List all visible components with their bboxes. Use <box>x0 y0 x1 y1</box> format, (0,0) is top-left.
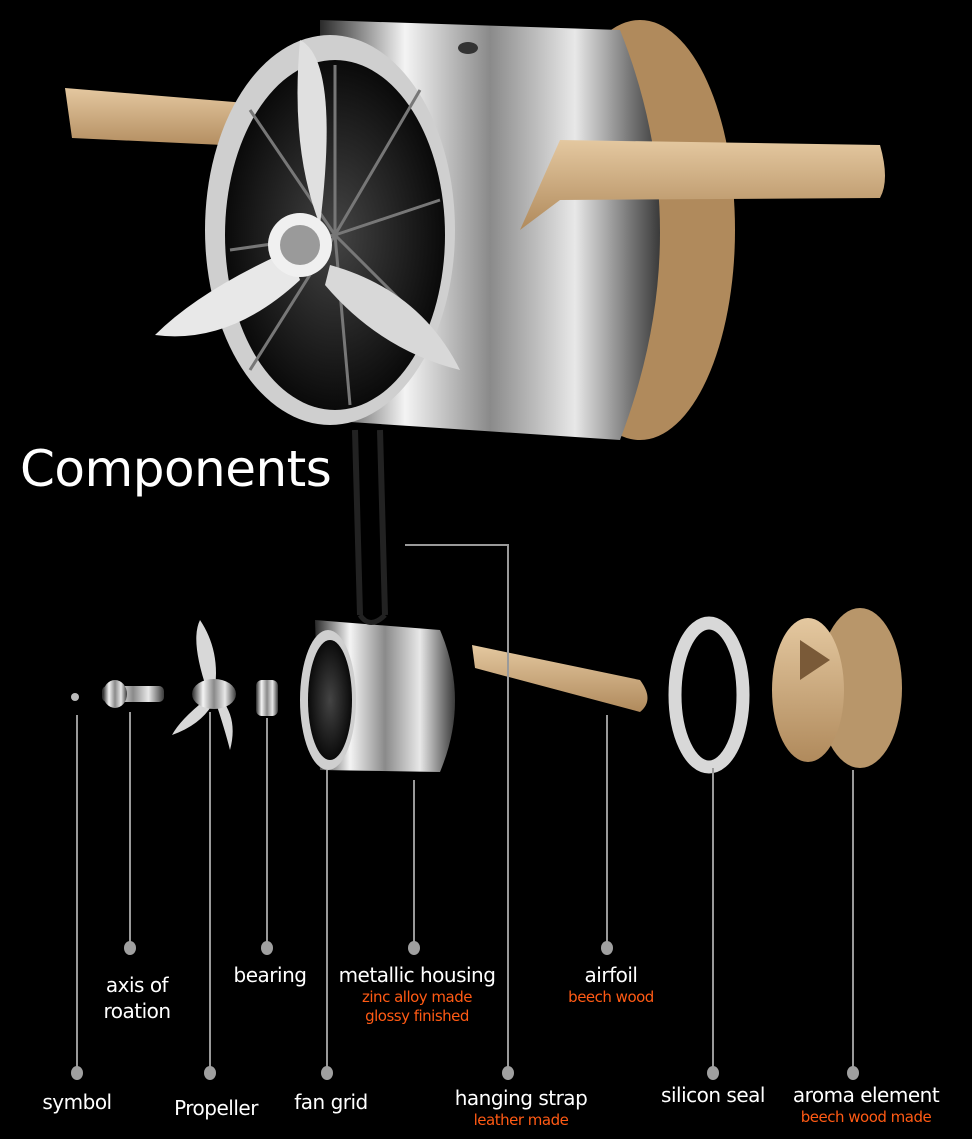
label-axis-line1: axis of <box>105 973 169 997</box>
leader-lines <box>76 544 854 1070</box>
label-symbol: symbol <box>42 1090 112 1114</box>
label-metallic-housing: metallic housing zinc alloy made glossy … <box>339 962 496 1026</box>
label-aroma-element: aroma element beech wood made <box>792 1082 940 1127</box>
label-bearing: bearing <box>233 963 307 987</box>
hanging-strap-name: hanging strap <box>454 1086 588 1110</box>
leader-dots <box>71 941 859 1080</box>
metallic-housing-detail-1: zinc alloy made <box>362 988 472 1006</box>
aroma-element-name: aroma element <box>792 1083 940 1107</box>
airfoil-detail: beech wood <box>568 988 654 1006</box>
label-axis-of-rotation: axis of roation <box>103 972 171 1024</box>
label-airfoil: airfoil beech wood <box>568 962 654 1007</box>
hanging-strap-detail: leather made <box>473 1111 569 1129</box>
airfoil-name: airfoil <box>584 963 638 987</box>
parts-images <box>71 608 902 774</box>
label-axis-line2: roation <box>103 999 171 1023</box>
label-fan-grid: fan grid <box>294 1090 368 1114</box>
page-title: Components <box>20 440 332 498</box>
label-propeller: Propeller <box>174 1096 258 1120</box>
aroma-element-detail: beech wood made <box>800 1108 932 1126</box>
metallic-housing-name: metallic housing <box>338 963 496 987</box>
label-hanging-strap: hanging strap leather made <box>455 1085 588 1130</box>
label-silicon-seal: silicon seal <box>661 1083 765 1107</box>
assembled-product-image <box>65 20 885 616</box>
metallic-housing-detail-2: glossy finished <box>365 1007 469 1025</box>
